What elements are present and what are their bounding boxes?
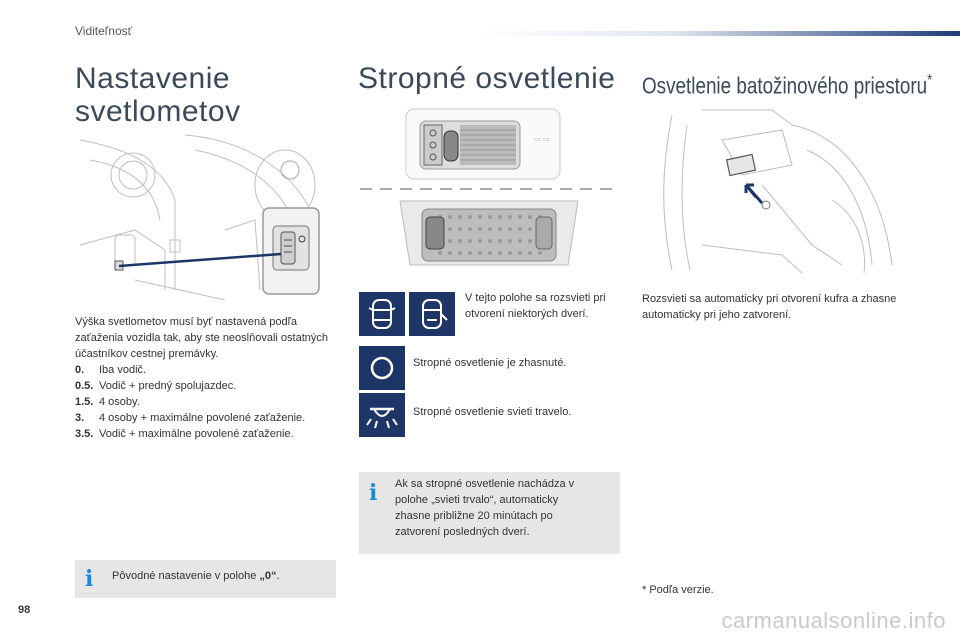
- section-header: Viditeľnosť: [75, 24, 133, 38]
- trunk-illustration: [663, 109, 893, 274]
- headlamp-intro: Výška svetlometov musí byť nastavená pod…: [75, 316, 328, 360]
- trunk-photo: [642, 105, 904, 275]
- ceiling-light-illustration: ▭ ▭: [360, 108, 618, 266]
- info-icon: i: [85, 566, 94, 592]
- svg-text:▭ ▭: ▭ ▭: [534, 135, 549, 143]
- dashboard-illustration: [79, 134, 320, 300]
- title-asterisk: *: [927, 72, 933, 89]
- ceiling-light-note-text: Ak sa stropné osvetlenie nachádza v polo…: [395, 478, 575, 538]
- list-item: 0. Iba vodič.: [75, 362, 340, 378]
- on-mode-icon: [359, 393, 405, 437]
- item-text: 4 osoby + maximálne povolené zaťaženie.: [99, 412, 306, 424]
- dashboard-photo: [75, 130, 337, 300]
- trunk-light-title: Osvetlenie batožinového priestoru*: [642, 66, 932, 101]
- page-number: 98: [18, 604, 31, 616]
- info-icon: i: [369, 480, 378, 506]
- item-number: 1.5.: [75, 396, 94, 408]
- item-number: 0.: [75, 364, 85, 376]
- note-value: „0“: [259, 570, 277, 582]
- item-number: 3.5.: [75, 428, 94, 440]
- default-setting-note: i Pôvodné nastavenie v polohe „0“.: [75, 560, 336, 598]
- off-mode-icon: [359, 346, 405, 390]
- door-mode-text: V tejto polohe sa rozsvieti pri otvorení…: [465, 292, 606, 320]
- item-text: 4 osoby.: [99, 396, 140, 408]
- list-item: 1.5. 4 osoby.: [75, 394, 340, 410]
- note-prefix: Pôvodné nastavenie v polohe: [112, 570, 260, 582]
- item-text: Vodič + maximálne povolené zaťaženie.: [99, 428, 294, 440]
- headlamp-adjust-title: Nastavenie svetlometov: [75, 62, 241, 128]
- door-mode-icon-left: [359, 292, 405, 336]
- note-suffix: .: [276, 570, 280, 582]
- on-mode-text: Stropné osvetlenie svieti travelo.: [413, 406, 572, 418]
- item-text: Vodič + predný spolujazdec.: [99, 380, 237, 392]
- list-item: 0.5. Vodič + predný spolujazdec.: [75, 378, 340, 394]
- ceiling-light-title: Stropné osvetlenie: [358, 62, 616, 95]
- car-open-door-icon: [422, 299, 448, 329]
- list-item: 3.5. Vodič + maximálne povolené zaťaženie…: [75, 426, 340, 442]
- headlamp-text: Výška svetlometov musí byť nastavená pod…: [75, 314, 340, 442]
- header-gradient-bar: [480, 31, 960, 36]
- list-item: 3. 4 osoby + maximálne povolené zaťaženie…: [75, 410, 340, 426]
- watermark: carmanualsonline.info: [721, 608, 946, 633]
- footnote: * Podľa verzie.: [642, 584, 714, 596]
- default-setting-text: Pôvodné nastavenie v polohe „0“.: [112, 570, 280, 582]
- car-door-icon: [368, 299, 396, 329]
- ceiling-light-note: i Ak sa stropné osvetlenie nachádza v po…: [359, 472, 620, 554]
- door-mode-icon-right: [409, 292, 455, 336]
- off-mode-text: Stropné osvetlenie je zhasnuté.: [413, 357, 567, 369]
- trunk-light-text: Rozsvieti sa automaticky pri otvorení ku…: [642, 293, 897, 321]
- trunk-light-title-text: Osvetlenie batožinového priestoru: [642, 72, 928, 99]
- item-number: 0.5.: [75, 380, 94, 392]
- item-text: Iba vodič.: [99, 364, 147, 376]
- lamp-on-icon: [366, 407, 398, 429]
- ceiling-light-photo: ▭ ▭: [360, 105, 618, 275]
- item-number: 3.: [75, 412, 85, 424]
- circle-off-icon: [370, 356, 394, 380]
